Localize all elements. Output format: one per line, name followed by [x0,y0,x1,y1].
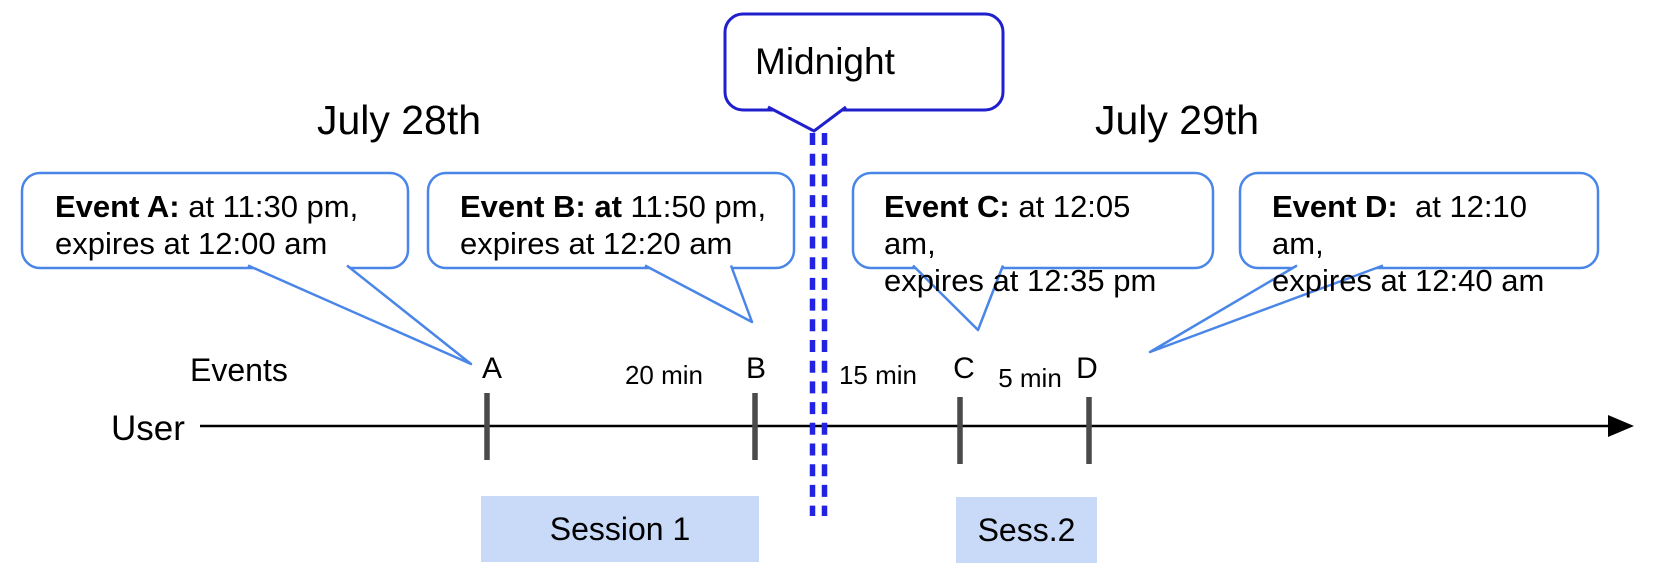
midnight-callout-label: Midnight [755,41,895,82]
date-label-july-28: July 28th [316,97,482,143]
midnight-callout-bubble [723,12,1005,112]
event-c-callout-bubble [851,171,1215,270]
interval-label-5min: 5 min [998,363,1062,393]
tick-label-b: B [745,352,767,385]
tick-label-c: C [953,352,975,385]
midnight-callout-tail [767,105,847,133]
tick-label-a: A [481,352,503,385]
session-2-label: Sess.2 [977,511,1076,548]
interval-label-15min: 15 min [838,360,918,390]
event-c-callout-tail [912,264,1005,332]
event-b-callout-bubble [426,171,796,270]
event-b-callout-text: Event B: at 11:50 pm, expires at 12:20 a… [460,188,770,262]
user-row-label: User [111,409,185,448]
event-d-callout-tail [1148,264,1384,354]
date-label-july-29: July 29th [1094,97,1260,143]
event-d-line-2: expires at 12:40 am [1272,263,1545,298]
session-2-box: Sess.2 [956,497,1097,563]
session-1-label: Session 1 [549,510,691,547]
event-a-callout-text: Event A: at 11:30 pm, expires at 12:00 a… [55,188,385,262]
event-c-line-1: Event C: at 12:05 am, [884,189,1140,261]
interval-label-20min: 20 min [624,360,704,390]
event-a-line-2: expires at 12:00 am [55,226,328,261]
event-c-line-2: expires at 12:35 pm [884,263,1157,298]
event-d-line-1: Event D: at 12:10 am, [1272,189,1536,261]
tick-label-d: D [1076,352,1098,385]
event-d-callout-text: Event D: at 12:10 am, expires at 12:40 a… [1272,188,1577,299]
event-a-line-1: Event A: at 11:30 pm, [55,189,359,224]
events-row-label: Events [190,352,288,388]
event-b-callout-tail [644,264,754,324]
event-b-line-1: Event B: at 11:50 pm, [460,189,767,224]
session-1-box: Session 1 [481,496,759,562]
event-a-callout-bubble [20,171,410,270]
event-d-callout-bubble [1238,171,1600,270]
event-c-callout-text: Event C: at 12:05 am, expires at 12:35 p… [884,188,1189,299]
event-a-callout-tail [247,264,473,366]
timeline-arrowhead-icon [1608,415,1634,437]
event-b-line-2: expires at 12:20 am [460,226,733,261]
